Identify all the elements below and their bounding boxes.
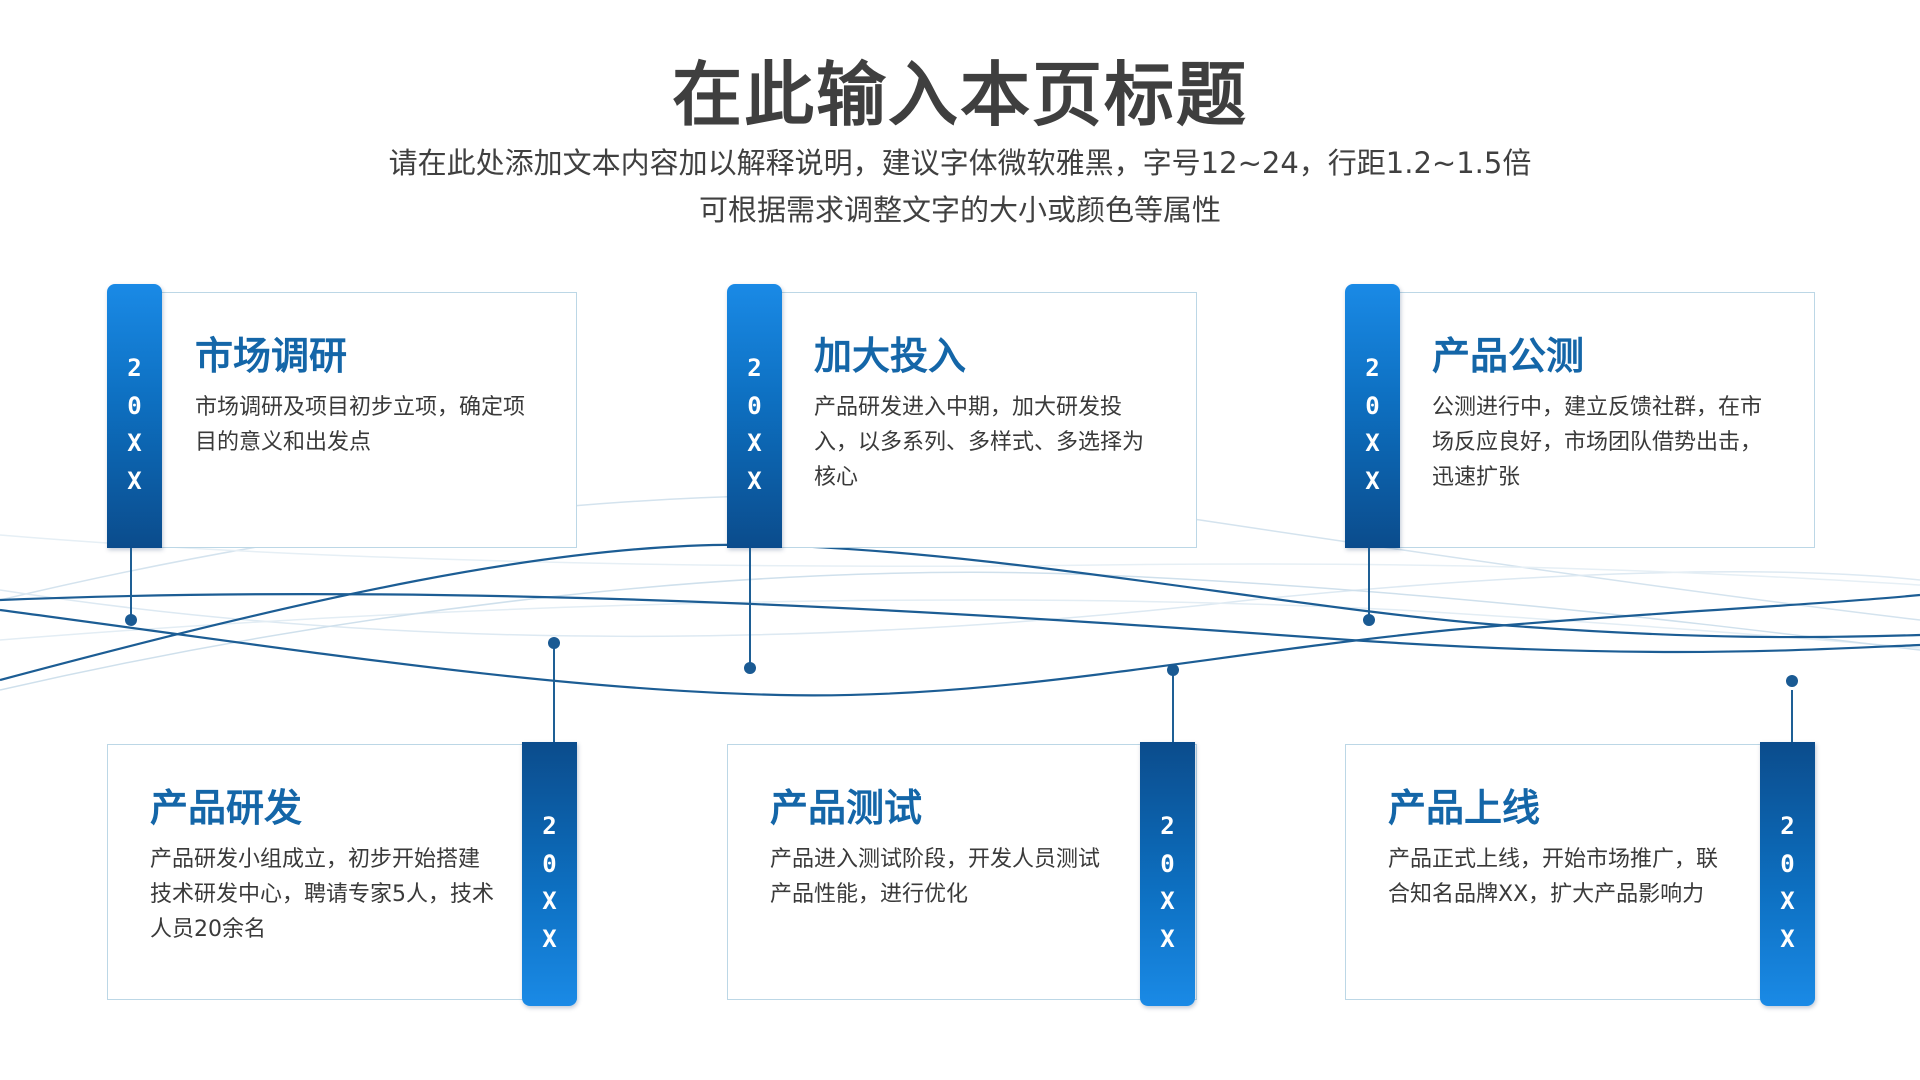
faint-wave [0, 534, 1920, 586]
card-text: 公测进行中，建立反馈社群，在市场反应良好，市场团队借势出击，迅速扩张 [1432, 395, 1763, 490]
faint-wave [0, 571, 1920, 691]
year-label: 20XX [127, 354, 142, 495]
card-text: 市场调研及项目初步立项，确定项目的意义和出发点 [195, 395, 526, 455]
card-frame [107, 292, 577, 548]
timeline-dot [548, 637, 560, 649]
main-wave [0, 543, 1920, 682]
connector-line [130, 548, 132, 620]
timeline-dot [125, 614, 137, 626]
card-frame [1345, 292, 1815, 548]
card-frame [727, 744, 1197, 1000]
year-label: 20XX [747, 354, 762, 495]
page-subtitle-line1: 请在此处添加文本内容加以解释说明，建议字体微软雅黑，字号12~24，行距1.2~… [388, 146, 1532, 180]
card-title: 产品测试 [770, 786, 923, 830]
card-text: 产品正式上线，开始市场推广，联合知名品牌XX，扩大产品影响力 [1388, 847, 1719, 907]
connector-line [553, 647, 555, 742]
connector-line [1368, 548, 1370, 620]
card-title: 产品上线 [1388, 786, 1541, 830]
card-title: 市场调研 [195, 334, 348, 378]
main-wave [0, 593, 1920, 697]
page-subtitle-line2: 可根据需求调整文字的大小或颜色等属性 [698, 193, 1221, 227]
faint-wave [0, 599, 1920, 649]
year-tab: 20XX [1345, 284, 1400, 548]
year-label: 20XX [1365, 354, 1380, 495]
card-title: 产品公测 [1432, 334, 1585, 378]
faint-wave [0, 571, 1920, 638]
year-tab: 20XX [727, 284, 782, 548]
year-tab: 20XX [107, 284, 162, 548]
card-text: 产品研发进入中期，加大研发投入，以多系列、多样式、多选择为核心 [814, 395, 1145, 490]
year-tab: 20XX [1140, 742, 1195, 1006]
timeline-dot [1786, 675, 1798, 687]
connector-line [749, 548, 751, 666]
main-wave [0, 592, 1920, 654]
card-frame [1345, 744, 1815, 1000]
card-title: 加大投入 [814, 334, 967, 378]
timeline-dot [744, 662, 756, 674]
connector-line [1791, 690, 1793, 742]
card-frame [727, 292, 1197, 548]
page-title: 在此输入本页标题 [672, 54, 1248, 136]
connector-line [1172, 675, 1174, 742]
card-text: 产品研发小组成立，初步开始搭建技术研发中心，聘请专家5人，技术人员20余名 [150, 847, 494, 942]
year-label: 20XX [1780, 812, 1795, 953]
card-title: 产品研发 [150, 786, 303, 830]
year-label: 20XX [542, 812, 557, 953]
card-frame [107, 744, 577, 1000]
timeline-dot [1167, 664, 1179, 676]
year-label: 20XX [1160, 812, 1175, 953]
year-tab: 20XX [1760, 742, 1815, 1006]
timeline-dot [1363, 614, 1375, 626]
card-text: 产品进入测试阶段，开发人员测试产品性能，进行优化 [770, 847, 1101, 907]
year-tab: 20XX [522, 742, 577, 1006]
